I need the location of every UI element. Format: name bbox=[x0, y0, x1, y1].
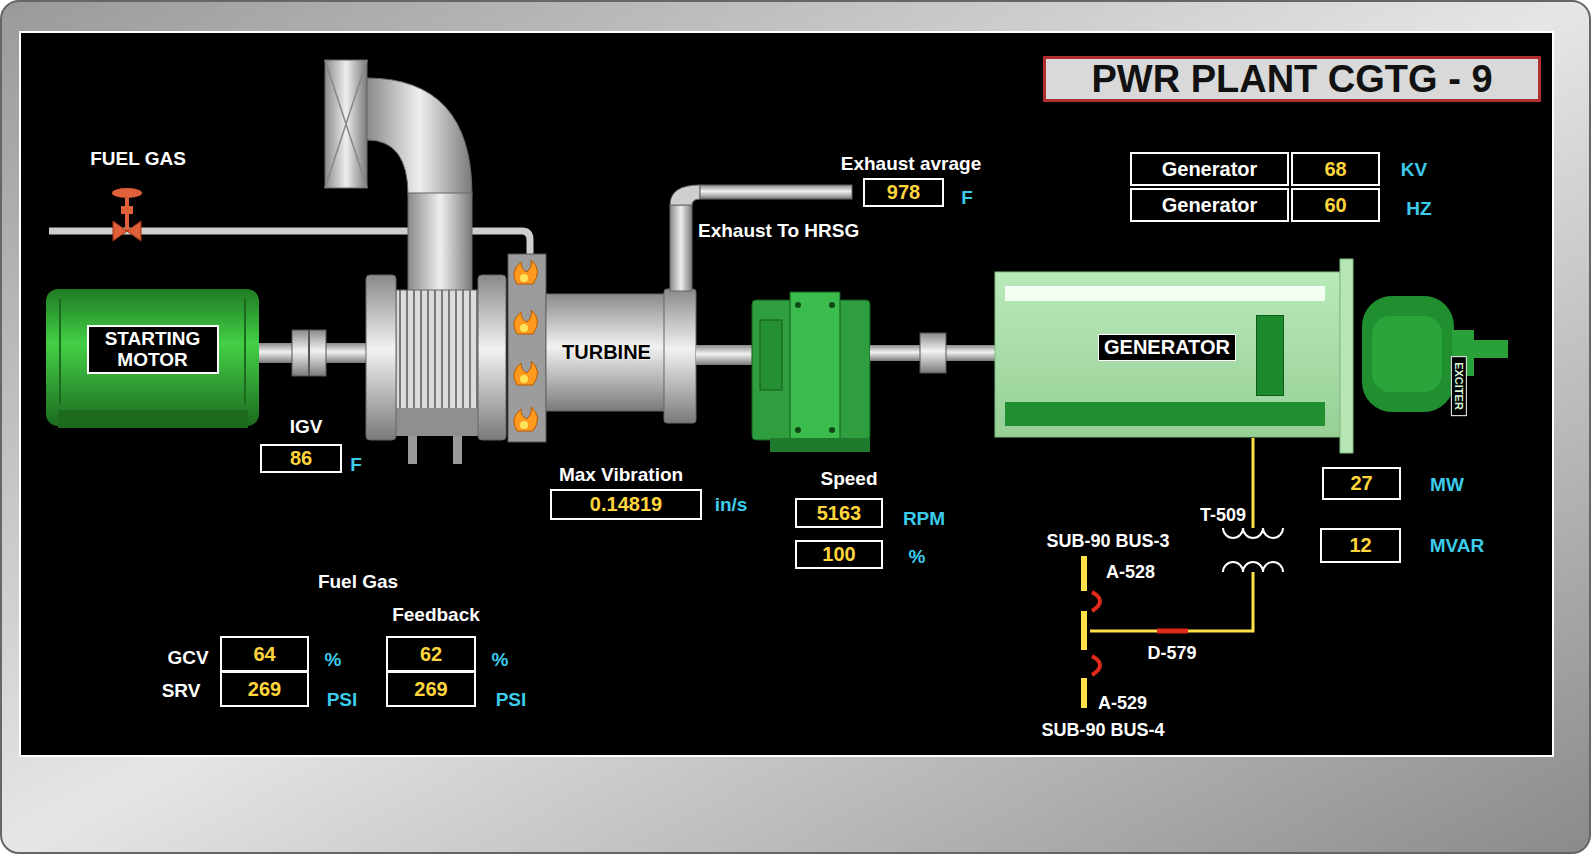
value-readout: 27 bbox=[1350, 472, 1372, 495]
value-box: 269 bbox=[220, 671, 309, 707]
transformer-winding bbox=[1223, 562, 1283, 572]
transformer-winding bbox=[1223, 528, 1283, 538]
bus-bar bbox=[1081, 611, 1087, 650]
node-label: EXCITER bbox=[1451, 356, 1467, 416]
field-label: GCV bbox=[167, 647, 208, 669]
node-label: STARTING MOTOR bbox=[87, 325, 219, 374]
value-box: 64 bbox=[220, 636, 309, 672]
unit-label: KV bbox=[1401, 159, 1427, 181]
value-readout: 86 bbox=[290, 447, 312, 470]
value-readout: 62 bbox=[420, 643, 442, 666]
unit-label: HZ bbox=[1406, 198, 1431, 220]
pipe-label: Exhaust To HRSG bbox=[698, 220, 859, 242]
unit-label: PSI bbox=[496, 689, 527, 711]
value-box: 269 bbox=[386, 671, 476, 707]
value-readout: 64 bbox=[253, 643, 275, 666]
value-readout: 12 bbox=[1349, 534, 1371, 557]
field-label: Fuel Gas bbox=[318, 571, 398, 593]
bus-bar bbox=[1081, 556, 1087, 591]
field-label: Feedback bbox=[392, 604, 480, 626]
field-label: Max Vibration bbox=[559, 464, 683, 486]
compressor bbox=[325, 60, 506, 464]
bus-bar bbox=[1081, 678, 1087, 708]
generator-body bbox=[995, 259, 1508, 453]
node-label: Generator bbox=[1162, 194, 1258, 217]
screen-panel bbox=[20, 32, 1553, 756]
field-label: SRV bbox=[162, 680, 201, 702]
node-label: Generator bbox=[1162, 158, 1258, 181]
value-box: 978 bbox=[863, 178, 944, 207]
unit-label: in/s bbox=[715, 494, 748, 516]
unit-label: RPM bbox=[903, 508, 945, 530]
value-box: 86 bbox=[260, 444, 342, 473]
starting-motor-body bbox=[46, 289, 367, 428]
value-readout: 100 bbox=[822, 543, 855, 566]
turbine: TURBINE bbox=[548, 294, 665, 411]
table-cell: Generator bbox=[1130, 188, 1289, 222]
unit-label: MVAR bbox=[1430, 535, 1485, 557]
unit-label: % bbox=[909, 546, 926, 568]
pipe-label: FUEL GAS bbox=[90, 148, 186, 170]
value-box: 0.14819 bbox=[550, 489, 702, 520]
field-label: Speed bbox=[820, 468, 877, 490]
device-label: T-509 bbox=[1200, 505, 1246, 526]
field-label: Exhaust avrage bbox=[841, 153, 981, 175]
node-label: GENERATOR bbox=[1098, 334, 1236, 361]
value-box: 100 bbox=[795, 540, 883, 569]
breaker-symbol bbox=[1157, 629, 1188, 634]
gearbox bbox=[752, 292, 996, 452]
screen-title: PWR PLANT CGTG - 9 bbox=[1091, 58, 1492, 101]
exciter: EXCITER bbox=[1256, 315, 1284, 396]
unit-label: PSI bbox=[327, 689, 358, 711]
title-box: PWR PLANT CGTG - 9 bbox=[1043, 56, 1541, 102]
switch-symbol bbox=[1092, 592, 1100, 611]
unit-label: % bbox=[492, 649, 509, 671]
value-box: 68 bbox=[1291, 152, 1380, 186]
one-line-diagram bbox=[1084, 438, 1283, 708]
value-readout: 269 bbox=[248, 678, 281, 701]
starting-motor: STARTING MOTOR bbox=[46, 289, 259, 426]
bus-label: SUB-90 BUS-4 bbox=[1041, 720, 1164, 741]
value-box: 12 bbox=[1320, 528, 1401, 563]
unit-label: F bbox=[350, 454, 362, 476]
device-label: A-528 bbox=[1106, 562, 1155, 583]
unit-label: MW bbox=[1430, 474, 1464, 496]
field-label: IGV bbox=[290, 416, 323, 438]
table-cell: Generator bbox=[1130, 152, 1289, 186]
unit-label: F bbox=[961, 187, 973, 209]
value-readout: 269 bbox=[414, 678, 447, 701]
value-readout: 5163 bbox=[817, 502, 862, 525]
unit-label: % bbox=[325, 649, 342, 671]
node-label: TURBINE bbox=[562, 341, 651, 364]
bus-label: SUB-90 BUS-3 bbox=[1046, 531, 1169, 552]
value-readout: 68 bbox=[1324, 158, 1346, 181]
device-label: A-529 bbox=[1098, 693, 1147, 714]
device-label: D-579 bbox=[1147, 643, 1196, 664]
value-box: 62 bbox=[386, 636, 476, 672]
value-readout: 0.14819 bbox=[590, 493, 662, 516]
generator: GENERATOR EXCITER bbox=[995, 272, 1340, 437]
value-readout: 60 bbox=[1324, 194, 1346, 217]
value-box: 60 bbox=[1291, 188, 1380, 222]
value-box: 5163 bbox=[795, 498, 883, 528]
value-readout: 978 bbox=[887, 181, 920, 204]
combustor bbox=[508, 254, 546, 442]
value-box: 27 bbox=[1322, 467, 1401, 500]
switch-symbol bbox=[1092, 656, 1100, 675]
